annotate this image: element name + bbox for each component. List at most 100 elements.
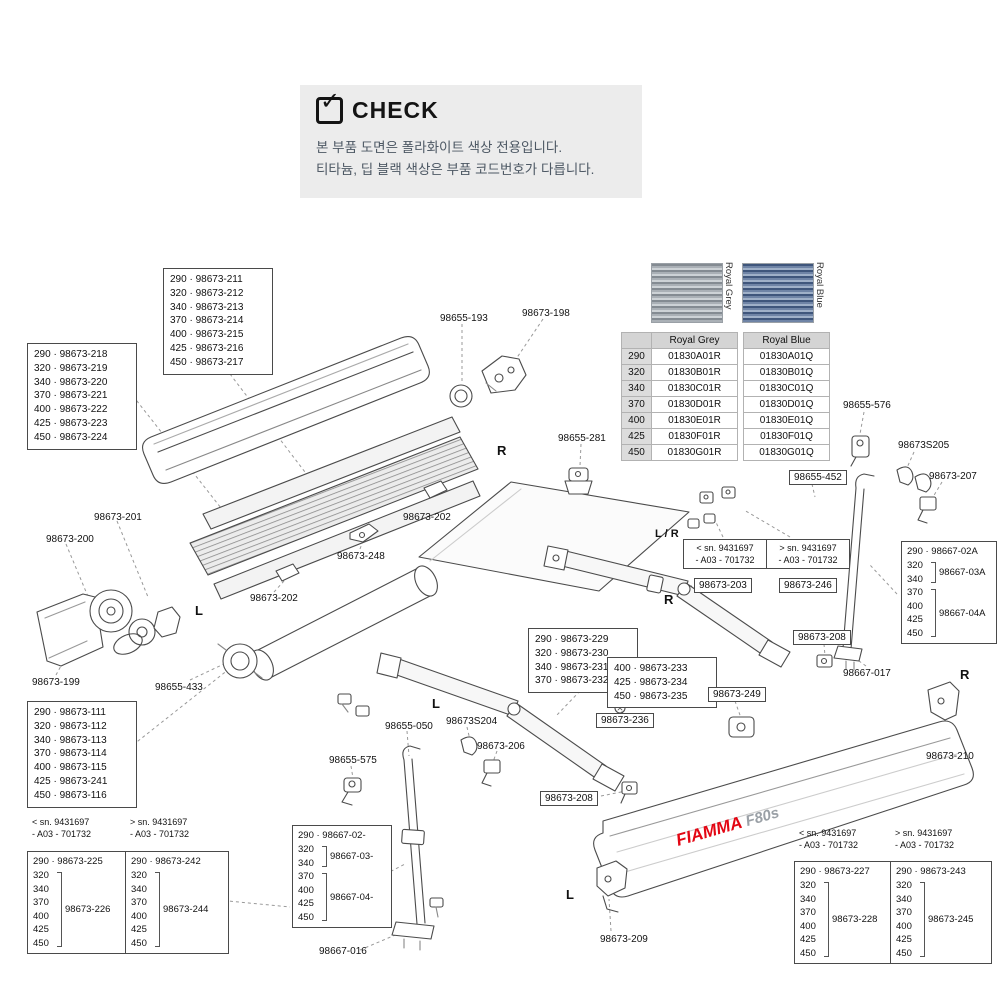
bracket-brace xyxy=(155,872,160,947)
size-cell: 425 xyxy=(621,428,652,445)
part-label-98673-249: 98673-249 xyxy=(708,687,766,702)
part-label-98673-236: 98673-236 xyxy=(596,713,654,728)
blue-code-cell: 01830F01Q xyxy=(743,428,830,445)
orientation-mark-l-bottom: L xyxy=(566,887,574,902)
part-label-98673-199: 98673-199 xyxy=(32,677,80,688)
size-cell: 400 xyxy=(621,412,652,429)
grey-code-cell: 01830D01R xyxy=(651,396,738,413)
bracket-code: 98667-04- xyxy=(330,891,374,903)
case-back-drawing xyxy=(593,681,974,898)
size-cell: 340 xyxy=(621,380,652,397)
part-label-98673-208-b: 98673-208 xyxy=(540,791,598,806)
table-header-row: Royal Grey Royal Blue xyxy=(621,332,830,349)
grey-code-cell: 01830E01R xyxy=(651,412,738,429)
blue-code-cell: 01830C01Q xyxy=(743,380,830,397)
bracket-first-line: 290 · 98667-02A xyxy=(907,546,978,557)
bracket-code: 98673-228 xyxy=(832,914,878,925)
blue-code-cell: 01830A01Q xyxy=(743,348,830,365)
part-bracket-box-98673-242: 290 · 98673-242 320 340 370 400 425 450 … xyxy=(125,851,229,954)
check-panel: ✓ CHECK 본 부품 도면은 폴라화이트 색상 전용입니다. 티타늄, 딥 … xyxy=(300,85,642,198)
awning-lid-drawing xyxy=(142,336,430,484)
bracket-first-line: 290 · 98673-242 xyxy=(131,856,201,867)
part-label-98673-202-b: 98673-202 xyxy=(250,593,298,604)
bracket-first-line: 290 · 98673-243 xyxy=(896,866,966,877)
check-glyph: ✓ xyxy=(320,88,341,115)
blue-code-cell: 01830G01Q xyxy=(743,444,830,461)
royal-grey-swatch xyxy=(651,263,723,323)
blue-code-cell: 01830D01Q xyxy=(743,396,830,413)
bracket-first-line: 290 · 98673-227 xyxy=(800,866,870,877)
size-cell: 320 xyxy=(621,364,652,381)
size-cell: 450 xyxy=(621,444,652,461)
lower-arm-drawing xyxy=(376,652,625,792)
sn-note-mid-after: > sn. 9431697 - A03 - 701732 xyxy=(766,539,850,569)
bracket-code: 98673-226 xyxy=(65,904,111,915)
sn-note-br-after: > sn. 9431697 - A03 - 701732 xyxy=(895,828,955,850)
grey-code-cell: 01830B01R xyxy=(651,364,738,381)
orientation-mark-r-right: R xyxy=(960,667,970,682)
part-label-98673-198: 98673-198 xyxy=(522,308,570,319)
part-label-98673-209: 98673-209 xyxy=(600,934,648,945)
part-label-98673S204: 98673S204 xyxy=(446,716,498,727)
part-label-98655-281: 98655-281 xyxy=(558,433,606,444)
bracket-brace xyxy=(931,589,936,637)
orientation-mark-lr: L / R xyxy=(655,528,679,540)
part-list-box-98673-211: 290 · 98673-211 320 · 98673-212 340 · 98… xyxy=(163,268,273,375)
small-parts-drawing xyxy=(275,355,937,913)
bracket-sizes: 320 340 370 400 425 450 xyxy=(131,870,147,949)
bracket-sizes: 320 340 370 400 425 450 xyxy=(896,880,912,959)
part-list-box-98673-233: 400 · 98673-233 425 · 98673-234 450 · 98… xyxy=(607,657,717,709)
bracket-brace xyxy=(57,872,62,947)
orientation-mark-l-left: L xyxy=(195,603,203,618)
part-list-box-98673-111: 290 · 98673-111 320 · 98673-112 340 · 98… xyxy=(27,701,137,808)
part-label-98655-575: 98655-575 xyxy=(329,755,377,766)
check-title: CHECK xyxy=(352,97,439,123)
royal-blue-swatch xyxy=(742,263,814,323)
bracket-code: 98667-03A xyxy=(939,567,986,578)
size-cell: 370 xyxy=(621,396,652,413)
bracket-brace xyxy=(920,882,925,957)
bracket-brace xyxy=(824,882,829,957)
bracket-sizes: 370 400 425 450 xyxy=(298,871,314,923)
part-label-98673-200: 98673-200 xyxy=(46,534,94,545)
part-bracket-box-98667-left: 290 · 98667-02- 320 340 98667-03- 370 40… xyxy=(292,825,392,928)
part-label-98655-433: 98655-433 xyxy=(155,682,203,693)
bracket-sizes: 320 340 xyxy=(298,844,314,869)
header-cell-size xyxy=(621,332,652,349)
bracket-brace xyxy=(322,846,327,867)
part-label-98667-016: 98667-016 xyxy=(319,946,367,957)
bracket-brace xyxy=(322,873,327,921)
notice-line-2: 티타늄, 딥 블랙 색상은 부품 코드번호가 다릅니다. xyxy=(316,162,595,177)
part-label-98655-576: 98655-576 xyxy=(843,400,891,411)
bracket-code: 98673-245 xyxy=(928,914,974,925)
header-cell-blue: Royal Blue xyxy=(743,332,830,349)
size-cell: 290 xyxy=(621,348,652,365)
lower-support-leg-drawing xyxy=(391,745,444,951)
sn-note-bl-after: > sn. 9431697 - A03 - 701732 xyxy=(130,817,190,839)
part-bracket-box-98673-227: 290 · 98673-227 320 340 370 400 425 450 … xyxy=(794,861,896,964)
bracket-code: 98667-04A xyxy=(939,607,986,619)
fabric-drawing xyxy=(418,481,690,592)
bracket-brace xyxy=(931,562,936,583)
royal-grey-swatch-label: Royal Grey xyxy=(723,262,734,310)
bracket-code: 98667-03- xyxy=(330,851,374,862)
blue-code-cell: 01830B01Q xyxy=(743,364,830,381)
part-bracket-box-98673-243: 290 · 98673-243 320 340 370 400 425 450 … xyxy=(890,861,992,964)
bracket-sizes: 320 340 xyxy=(907,560,923,585)
grey-code-cell: 01830A01R xyxy=(651,348,738,365)
part-label-98655-193: 98655-193 xyxy=(440,313,488,324)
blue-code-cell: 01830E01Q xyxy=(743,412,830,429)
part-label-98673-201: 98673-201 xyxy=(94,512,142,523)
sn-note-br-before: < sn. 9431697 - A03 - 701732 xyxy=(799,828,859,850)
part-label-98673-202: 98673-202 xyxy=(403,512,451,523)
part-label-98655-452: 98655-452 xyxy=(789,470,847,485)
part-list-box-98673-218: 290 · 98673-218 320 · 98673-219 340 · 98… xyxy=(27,343,137,450)
bracket-sizes: 320 340 370 400 425 450 xyxy=(33,870,49,949)
